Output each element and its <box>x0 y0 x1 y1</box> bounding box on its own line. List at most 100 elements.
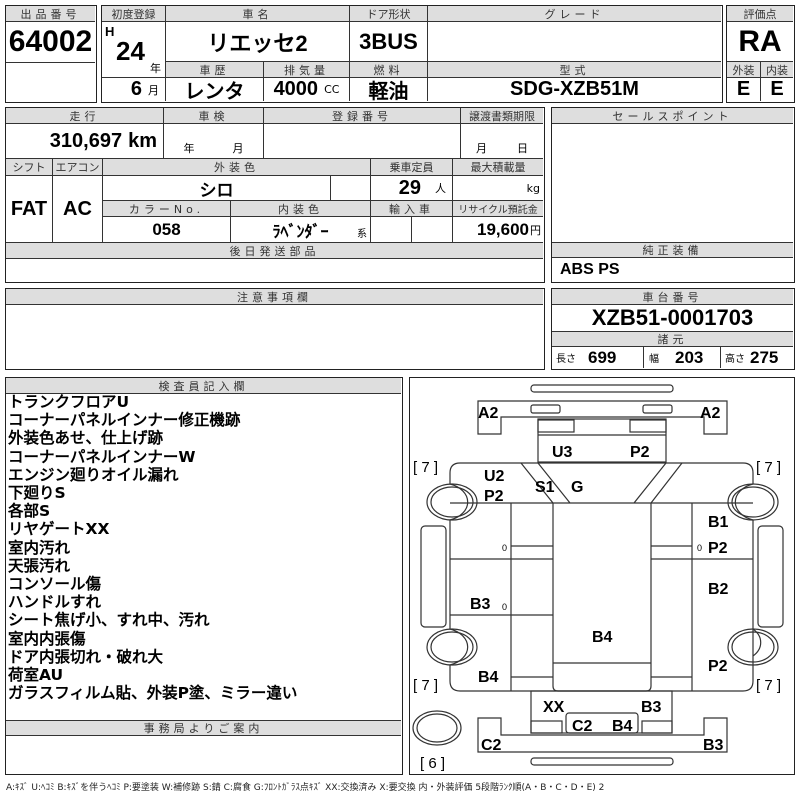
inspector-note: 天張汚れ <box>8 556 71 575</box>
transfer-day-unit: 日 <box>517 142 528 155</box>
damage-mark: U3 <box>552 444 573 461</box>
width: 幅 203 <box>644 347 721 368</box>
damage-mark: B2 <box>708 581 729 598</box>
damage-diagram: A2 A2 U3 P2 U2 P2 S1 G B1 P2 B2 B3 B4 B4… <box>409 377 795 775</box>
damage-mark: G <box>571 479 583 496</box>
damage-mark: B1 <box>708 514 729 531</box>
front-bar <box>530 384 674 393</box>
sales-label: セールスポイント <box>552 108 793 124</box>
exterior-color: シロ <box>103 176 331 201</box>
width-label: 幅 <box>649 354 659 365</box>
vehicle-header: 初度登録 車名 ドア形状 グレード H 24 年 リエッセ2 3BUS 車歴 排… <box>101 5 723 103</box>
height: 高さ 275 <box>721 347 793 368</box>
capacity-value: 29 <box>398 176 421 199</box>
inspector-note: 室内内張傷 <box>8 629 86 648</box>
inspector-label: 検査員記入欄 <box>6 378 401 394</box>
inspector-note: ハンドルすれ <box>8 593 102 612</box>
zero-mark: 0 <box>697 543 702 553</box>
load-label: 最大積載量 <box>453 159 543 176</box>
inspector-note: ガラスフィルム貼、外装P塗、ミラー違い <box>8 684 298 703</box>
inspector-note: シート焦げ小、すれ中、汚れ <box>8 611 210 630</box>
length-label: 長さ <box>556 354 576 365</box>
int-label: 内装 <box>761 62 793 78</box>
damage-mark: A2 <box>700 405 721 422</box>
first-reg-year: H 24 年 <box>102 22 166 78</box>
damage-mark: B4 <box>592 629 613 646</box>
rear-plate <box>565 712 639 734</box>
reg-number <box>264 124 461 159</box>
era: H <box>105 24 115 39</box>
tire-tread: [ 6 ] <box>420 755 445 772</box>
tire-tread: [ 7 ] <box>756 459 781 476</box>
left-side <box>450 502 553 691</box>
import-label: 輸入車 <box>371 201 453 217</box>
inspector-note: 下廻りS <box>8 484 66 503</box>
year: 24 <box>116 36 145 66</box>
inspection-year-unit: 年 <box>183 142 195 155</box>
inspector-note: エンジン廻りオイル漏れ <box>8 465 179 484</box>
car-name-label: 車名 <box>166 6 350 22</box>
zero-mark: 0 <box>502 602 507 612</box>
headlight-left <box>530 404 561 414</box>
lot-box: 出品番号 64002 <box>5 5 97 103</box>
lot-label: 出品番号 <box>6 6 95 22</box>
office-label: 事務局よりご案内 <box>6 720 401 736</box>
damage-mark: B3 <box>470 596 491 613</box>
grille-left <box>537 419 575 433</box>
displacement-unit: CC <box>324 83 340 96</box>
height-value: 275 <box>750 347 779 367</box>
history: レンタ <box>166 78 264 101</box>
year-unit: 年 <box>150 62 161 75</box>
color-no: 058 <box>103 217 231 243</box>
tire-rear-left <box>426 628 478 666</box>
inspector-note: 室内汚れ <box>8 538 71 557</box>
model-code: SDG-XZB51M <box>510 78 639 100</box>
spec-label: 諸元 <box>552 332 793 347</box>
transfer-month-unit: 月 <box>476 142 487 155</box>
later-parts-label: 後日発送部品 <box>6 243 543 259</box>
spare-tire <box>412 710 462 746</box>
damage-mark: S1 <box>535 479 555 496</box>
tire-tread: [ 7 ] <box>756 677 781 694</box>
height-label: 高さ <box>725 354 745 365</box>
first-reg-label: 初度登録 <box>102 6 166 22</box>
damage-mark: P2 <box>484 488 504 505</box>
mileage-label: 走行 <box>6 108 164 124</box>
rear-bumper <box>477 717 728 753</box>
right-side <box>651 502 753 691</box>
damage-mark: U2 <box>484 468 505 485</box>
width-value: 203 <box>675 347 704 367</box>
load-unit: kg <box>526 181 540 195</box>
score-box: 評価点 RA 外装 内装 E E <box>726 5 795 103</box>
capacity-unit: 人 <box>435 182 446 195</box>
mileage-unit: km <box>128 129 157 152</box>
damage-mark: P2 <box>708 658 728 675</box>
import-b <box>412 217 453 243</box>
capacity: 29 人 <box>371 176 453 201</box>
score-label: 評価点 <box>727 6 793 22</box>
color-label: 外装色 <box>103 159 371 176</box>
damage-mark: B4 <box>478 669 499 686</box>
shift: FAT <box>6 176 53 243</box>
month: 6 <box>130 78 142 100</box>
taillight-left <box>530 720 563 734</box>
recycle-value: 19,600 <box>477 219 529 239</box>
inspector-note: コンソール傷 <box>8 575 102 594</box>
chassis-number: XZB51-0001703 <box>552 305 793 332</box>
inspection-date: 年月 <box>164 124 264 159</box>
ext-grade: E <box>727 78 761 101</box>
door-type: 3BUS <box>350 22 428 62</box>
taillight-right <box>641 720 673 734</box>
interior-label: 内装色 <box>231 201 371 217</box>
interior-color: ﾗﾍﾞﾝﾀﾞｰ系 <box>231 217 371 243</box>
model-label: 型式 <box>428 62 721 78</box>
mileage-value: 310,697 <box>49 129 123 152</box>
score: RA <box>727 22 793 62</box>
recycle-label: リサイクル預託金 <box>453 201 543 217</box>
zero-mark: 0 <box>502 543 507 553</box>
grille-right <box>629 419 667 433</box>
